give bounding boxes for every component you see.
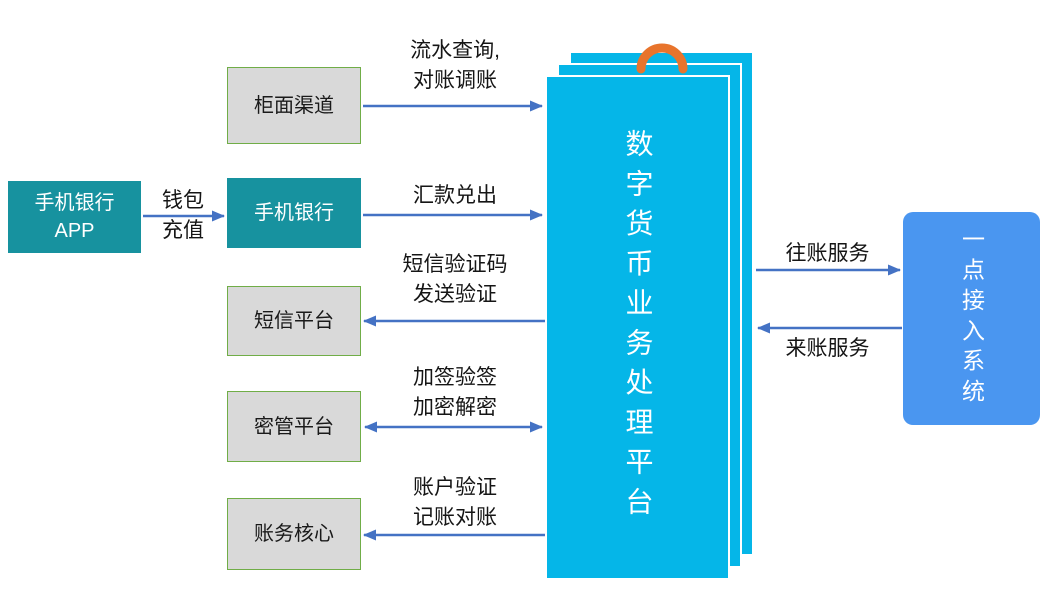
label-line: 记账对账: [413, 506, 497, 529]
node-counter-channel: 柜面渠道: [227, 67, 361, 144]
node-label: 手机银行: [254, 202, 334, 224]
label-line: 流水查询,: [410, 39, 500, 62]
node-one-point-access-system: 一点接入系统: [903, 212, 1040, 425]
label-incoming-service: 来账服务: [755, 334, 900, 364]
label-line: 账户验证: [413, 476, 497, 499]
label-wallet-recharge: 钱包 充值: [143, 186, 223, 246]
label-line: 充值: [162, 219, 204, 242]
label-sms-verification: 短信验证码 发送验证: [375, 250, 535, 310]
platform-title: 数字货币业务处理平台: [622, 128, 654, 527]
access-system-title: 一点接入系统: [958, 227, 985, 410]
node-digital-currency-platform: 数字货币业务处理平台: [545, 75, 730, 580]
node-accounting-core: 账务核心: [227, 498, 361, 570]
label-sign-encrypt: 加签验签 加密解密: [375, 363, 535, 423]
node-key-management-platform: 密管平台: [227, 391, 361, 462]
label-outgoing-service: 往账服务: [755, 239, 900, 269]
label-line: 加密解密: [413, 396, 497, 419]
node-label: APP: [54, 220, 95, 242]
node-label: 短信平台: [254, 310, 334, 332]
label-remittance-exchange: 汇款兑出: [375, 181, 535, 211]
node-sms-platform: 短信平台: [227, 286, 361, 356]
node-label: 手机银行: [34, 192, 115, 214]
node-label: 柜面渠道: [254, 94, 334, 117]
label-line: 加签验签: [413, 366, 497, 389]
label-line: 对账调账: [413, 69, 497, 92]
node-label: 账务核心: [254, 523, 334, 545]
label-line: 发送验证: [413, 283, 497, 306]
node-mobile-banking-app: 手机银行 APP: [8, 181, 141, 253]
label-line: 来账服务: [785, 337, 870, 360]
node-label: 密管平台: [254, 415, 334, 438]
label-line: 钱包: [162, 189, 204, 212]
label-line: 汇款兑出: [413, 184, 497, 207]
node-label-group: 手机银行 APP: [35, 189, 115, 245]
label-line: 往账服务: [785, 242, 870, 265]
label-account-verify-bookkeeping: 账户验证 记账对账: [375, 473, 535, 533]
label-line: 短信验证码: [402, 253, 508, 276]
label-flow-query-reconcile: 流水查询, 对账调账: [375, 36, 535, 96]
node-mobile-banking: 手机银行: [227, 178, 361, 248]
